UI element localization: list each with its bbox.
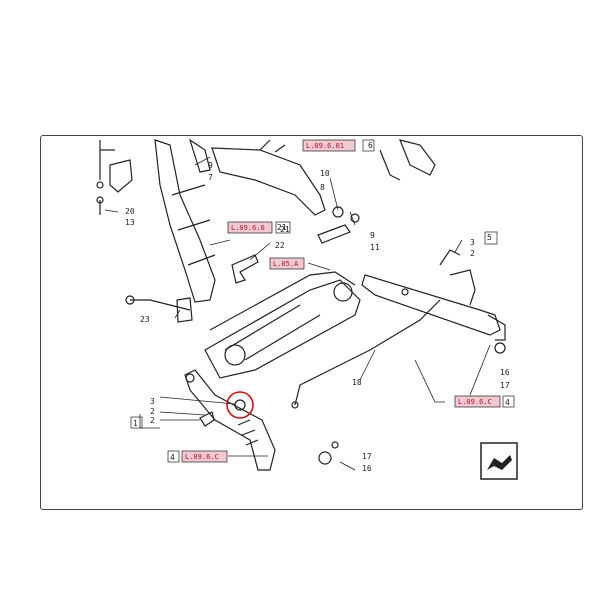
callout: 11 — [370, 243, 380, 252]
callout: 3 — [150, 397, 155, 406]
callout: 4 — [505, 398, 510, 407]
reference-codes: L.09.6.01 L.09.6.0 21 L.05.A L.09.6.C L.… — [130, 139, 515, 463]
callout: 6 — [368, 141, 373, 150]
lift-arm — [184, 369, 339, 471]
callout: 4 — [170, 453, 175, 462]
cross-bar — [291, 249, 506, 409]
callout: 16 — [362, 464, 372, 473]
callout: 17 — [362, 452, 372, 461]
callout: 10 — [320, 169, 330, 178]
callout: 9 — [208, 161, 213, 170]
callout: 3 — [470, 238, 475, 247]
leader-lines — [104, 156, 491, 471]
ref-code: L.09.6.01 — [306, 142, 344, 150]
drawbar-carrier — [204, 271, 361, 379]
ref-code: L.09.6.C — [185, 453, 219, 461]
callout: 16 — [500, 368, 510, 377]
diagram-frame — [40, 135, 583, 510]
callout: 8 — [320, 183, 325, 192]
bent-arrow-icon[interactable] — [480, 442, 518, 480]
callout: 21 — [280, 225, 290, 234]
top-link-assembly — [96, 138, 436, 323]
callout: 7 — [208, 173, 213, 182]
callout: 2 — [470, 249, 475, 258]
callout: 5 — [487, 233, 492, 242]
callout: 20 — [125, 207, 135, 216]
callout: 13 — [125, 218, 135, 227]
callout: 1 — [133, 419, 138, 428]
callout-numbers: 1 2 3 2 9 7 10 8 9 11 20 13 21 22 23 3 2… — [125, 141, 510, 473]
callout: 17 — [500, 381, 510, 390]
ref-code: L.05.A — [273, 260, 299, 268]
ref-code: L.09.6.C — [458, 398, 492, 406]
ref-code: L.09.6.0 — [231, 224, 265, 232]
callout: 18 — [352, 378, 362, 387]
callout: 23 — [140, 315, 150, 324]
callout: 2 — [150, 407, 155, 416]
callout: 22 — [275, 241, 285, 250]
callout: 9 — [370, 231, 375, 240]
callout: 2 — [150, 416, 155, 425]
ref-box-number: 21 — [277, 223, 287, 232]
highlight-circle — [226, 391, 254, 419]
